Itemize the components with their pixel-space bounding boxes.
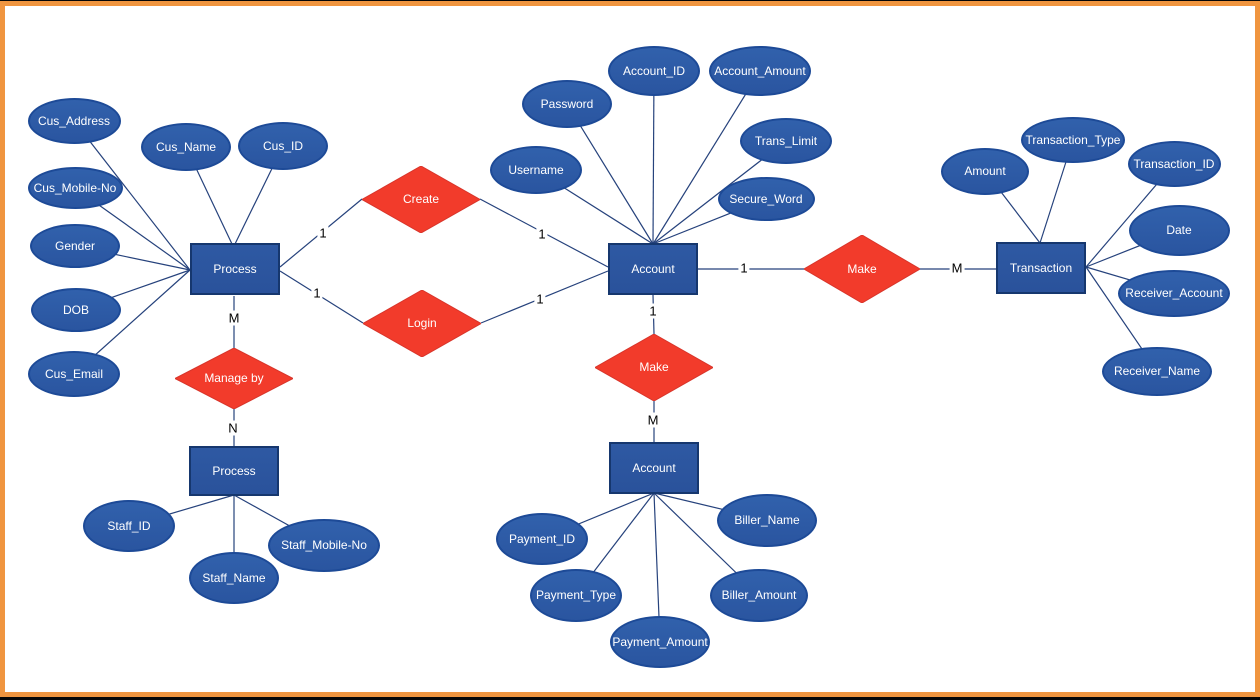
attribute-staff-id: Staff_ID — [83, 500, 175, 552]
connector-line — [652, 70, 655, 245]
frame-left-border — [0, 1, 5, 697]
node-label: Staff_Mobile-No — [281, 538, 367, 552]
node-label: Cus_ID — [262, 139, 303, 153]
cardinality-label: 1 — [647, 303, 659, 319]
attribute-biller-name: Biller_Name — [717, 493, 817, 547]
entity-account-payment: Account — [609, 442, 699, 494]
node-label: Trans_Limit — [754, 134, 818, 148]
node-label: Process — [213, 262, 257, 276]
node-label: Transaction — [1009, 261, 1073, 275]
cardinality-label: 1 — [738, 260, 750, 276]
attribute-secure-word: Secure_Word — [717, 177, 815, 221]
attribute-account-id: Account_ID — [608, 46, 700, 96]
node-label: Payment_Amount — [612, 635, 708, 649]
diamond-shape — [804, 235, 920, 303]
attribute-receiver-account: Receiver_Account — [1118, 269, 1230, 317]
connector-line — [73, 120, 191, 271]
entity-transaction: Transaction — [996, 242, 1086, 294]
cardinality-label: N — [226, 420, 240, 436]
frame-bottom-border — [0, 692, 1260, 697]
relationship-create: Create — [362, 165, 480, 233]
attribute-password: Password — [522, 80, 612, 128]
attribute-staff-name: Staff_Name — [189, 552, 279, 604]
node-label: Secure_Word — [729, 192, 803, 206]
node-label: Gender — [54, 239, 96, 253]
entity-process-customer: Process — [190, 243, 280, 295]
node-label: Staff_Name — [202, 571, 266, 585]
node-label: Cus_Email — [44, 367, 104, 381]
node-label: Payment_ID — [508, 532, 576, 546]
attribute-transaction-id: Transaction_ID — [1127, 141, 1221, 187]
attribute-biller-amount: Biller_Amount — [710, 568, 808, 622]
attribute-payment-id: Payment_ID — [496, 513, 588, 565]
frame-bottom-dark-line — [0, 697, 1260, 700]
cardinality-label: M — [226, 310, 242, 326]
attribute-username: Username — [490, 146, 582, 194]
attribute-cus-name: Cus_Name — [141, 123, 231, 171]
node-label: Create — [402, 192, 440, 206]
node-label: Account — [631, 262, 675, 276]
cardinality-label: 1 — [534, 291, 546, 307]
node-label: Make — [639, 360, 669, 374]
diamond-shape — [363, 289, 481, 357]
cardinality-label: 1 — [317, 225, 329, 241]
diamond-shape — [362, 165, 480, 233]
node-label: Manage by — [204, 371, 264, 385]
attribute-payment-type: Payment_Type — [530, 568, 622, 622]
cardinality-label: M — [645, 412, 661, 428]
relationship-login: Login — [363, 289, 481, 357]
node-label: Cus_Mobile-No — [33, 181, 117, 195]
node-label: Transaction_ID — [1133, 157, 1215, 171]
attribute-amount: Amount — [941, 147, 1029, 195]
cardinality-label: M — [949, 260, 965, 276]
node-label: Process — [212, 464, 256, 478]
node-label: Staff_ID — [107, 519, 151, 533]
frame-top-border — [0, 1, 1260, 6]
node-label: Login — [407, 316, 437, 330]
relationship-make-payment: Make — [595, 333, 713, 401]
attribute-dob: DOB — [31, 288, 121, 332]
node-label: Biller_Name — [734, 513, 800, 527]
relationship-make-transaction: Make — [804, 235, 920, 303]
attribute-transaction-type: Transaction_Type — [1021, 117, 1125, 163]
node-label: Receiver_Name — [1113, 364, 1201, 378]
node-label: Cus_Name — [155, 140, 217, 154]
node-label: Cus_Address — [37, 114, 111, 128]
node-label: DOB — [62, 303, 89, 317]
node-label: Payment_Type — [535, 588, 617, 602]
attribute-cus-address: Cus_Address — [27, 98, 121, 144]
node-label: Username — [508, 163, 564, 177]
attribute-trans-limit: Trans_Limit — [740, 118, 832, 164]
attribute-cus-email: Cus_Email — [28, 351, 120, 397]
attribute-cus-id: Cus_ID — [238, 122, 328, 170]
attribute-receiver-name: Receiver_Name — [1102, 346, 1212, 396]
node-label: Make — [847, 262, 877, 276]
node-label: Amount — [964, 164, 1006, 178]
cardinality-label: 1 — [536, 226, 548, 242]
attribute-gender: Gender — [30, 224, 120, 268]
entity-account-main: Account — [608, 243, 698, 295]
relationship-manage-by: Manage by — [175, 347, 293, 409]
node-label: Receiver_Account — [1125, 286, 1223, 300]
attribute-staff-mobile-no: Staff_Mobile-No — [268, 518, 380, 572]
attribute-cus-mobile-no: Cus_Mobile-No — [27, 167, 123, 209]
node-label: Date — [1166, 223, 1192, 237]
attribute-date: Date — [1128, 204, 1230, 256]
connector-line — [566, 103, 654, 245]
diamond-shape — [175, 347, 293, 409]
node-label: Transaction_Type — [1025, 133, 1121, 147]
entity-process-staff: Process — [189, 446, 279, 496]
attribute-payment-amount: Payment_Amount — [610, 616, 710, 668]
node-label: Password — [540, 97, 594, 111]
node-label: Account_ID — [622, 64, 686, 78]
attribute-account-amount: Account_Amount — [709, 46, 811, 96]
diamond-shape — [595, 333, 713, 401]
node-label: Biller_Amount — [721, 588, 797, 602]
node-label: Account — [632, 461, 676, 475]
frame-right-border — [1255, 1, 1260, 697]
connector-line — [652, 70, 761, 245]
node-label: Account_Amount — [714, 64, 806, 78]
cardinality-label: 1 — [311, 285, 323, 301]
frame-top-dark-line — [0, 0, 1260, 1]
